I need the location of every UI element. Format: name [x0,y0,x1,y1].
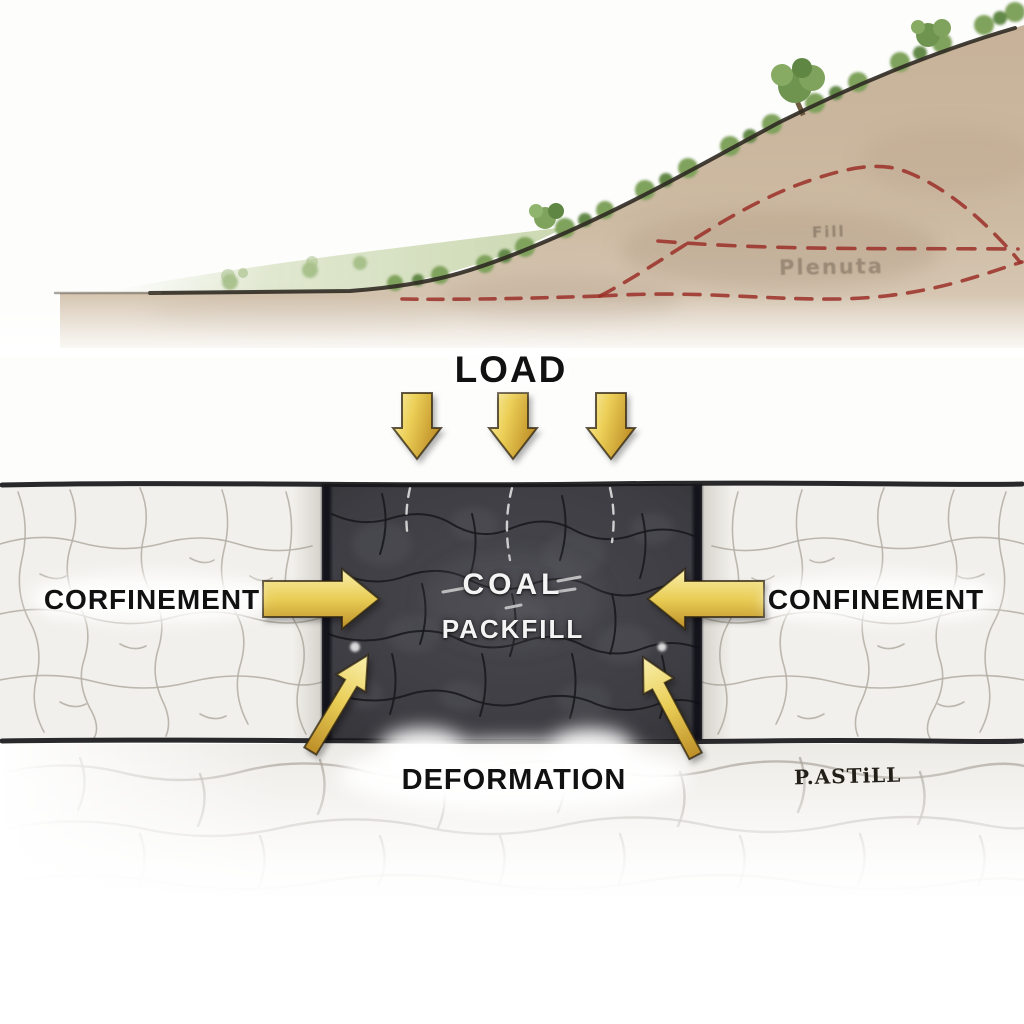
slip-lower-arc [598,260,1024,301]
coal-white-crack-dashes [405,486,615,562]
floor-line [0,737,1024,745]
label-glows [27,552,1001,812]
earth-fade [0,295,1024,357]
slip-middle-dash [656,239,1020,251]
load-arrow-3 [586,392,636,460]
load-arrow-1 [392,392,442,460]
slope-surface-line [148,26,1017,295]
bottom-white-area [0,896,1024,1024]
hill-annotation-line2: Plenuta [778,254,885,280]
load-arrow-2 [488,392,538,460]
tree-small-2 [911,19,951,47]
bush-faint [221,256,318,283]
hill-annotation-line1: Fill [811,222,846,242]
coal-label: COAL [462,568,564,601]
confinement-right-label: CONFINEMENT [767,584,985,615]
load-label: LOAD [454,349,568,390]
tree-large [771,58,825,117]
roof-line [0,480,1024,488]
packfill-label: PACKFILL [441,614,585,644]
hillside-illustration [0,2,1024,357]
tree-small-1 [529,203,564,229]
artist-signature: P.ASTiLL [793,762,902,790]
trees [221,19,951,283]
landslide-outline-dashes [400,164,1024,302]
coal-block [322,484,702,740]
slip-toe-dash [400,294,602,302]
floor-rock-texture [0,744,1024,904]
deformation-label: DEFORMATION [401,764,627,796]
confinement-left-label: CORFINEMENT [43,584,261,615]
slip-outer-arc [598,164,1022,298]
